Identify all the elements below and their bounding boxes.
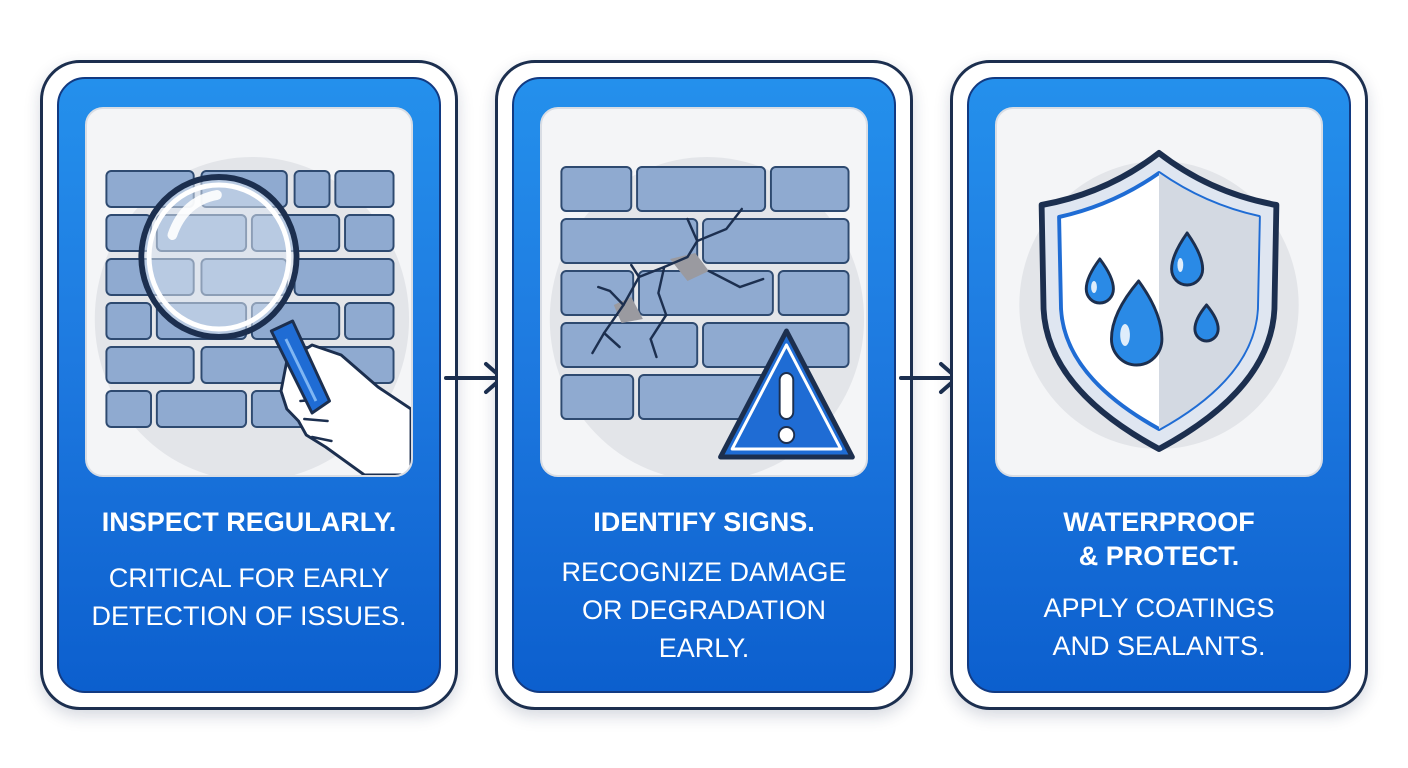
step-1-illustration-panel (85, 107, 413, 477)
step-card-2: IDENTIFY SIGNS. RECOGNIZE DAMAGE OR DEGR… (495, 60, 913, 710)
cracked-wall-warning-icon (549, 157, 865, 475)
step-3-description: APPLY COATINGS AND SEALANTS. (1043, 593, 1275, 661)
step-2-description: RECOGNIZE DAMAGE OR DEGRADATION EARLY. (561, 557, 847, 663)
step-card-1-body: INSPECT REGULARLY. CRITICAL FOR EARLY DE… (57, 77, 441, 693)
step-card-3: WATERPROOF & PROTECT. APPLY COATINGS AND… (950, 60, 1368, 710)
step-1-title: INSPECT REGULARLY. (101, 507, 397, 537)
step-card-1: INSPECT REGULARLY. CRITICAL FOR EARLY DE… (40, 60, 458, 710)
step-3-illustration-panel (995, 107, 1323, 477)
step-2-title: IDENTIFY SIGNS. (593, 507, 815, 537)
step-2-illustration-panel (540, 107, 868, 477)
step-1-description: CRITICAL FOR EARLY DETECTION OF ISSUES. (91, 563, 407, 631)
step-card-2-body: IDENTIFY SIGNS. RECOGNIZE DAMAGE OR DEGR… (512, 77, 896, 693)
step-3-title: WATERPROOF & PROTECT. (1063, 507, 1255, 571)
step-card-3-body: WATERPROOF & PROTECT. APPLY COATINGS AND… (967, 77, 1351, 693)
magnifier-brick-wall-icon (94, 157, 411, 475)
shield-water-drops-icon (1019, 150, 1299, 452)
